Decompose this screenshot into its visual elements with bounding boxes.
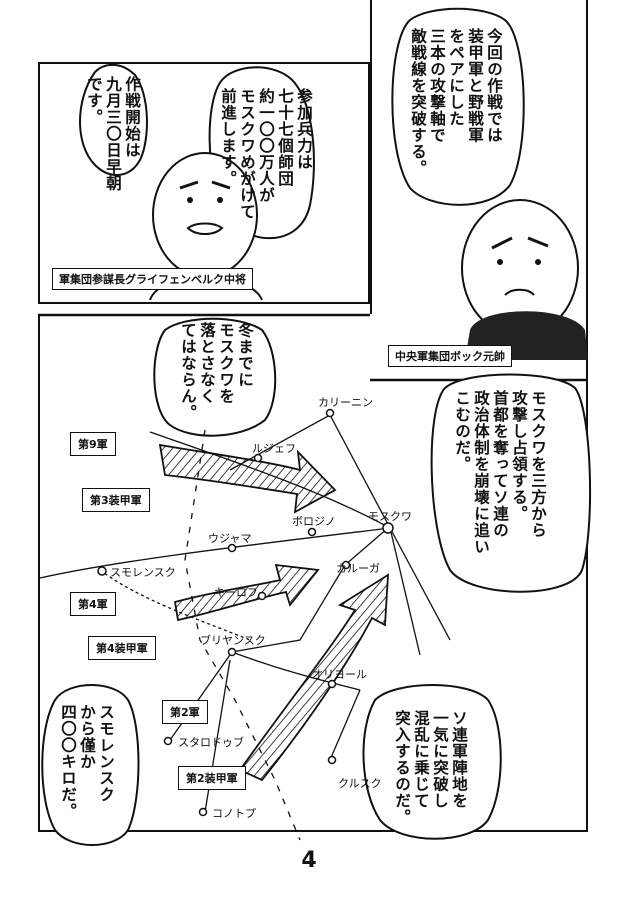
city-label-moscow: モスクワ (368, 510, 412, 523)
city-label-konotop: コノトプ (212, 807, 256, 820)
city-label-kirov: キーロフ (214, 586, 258, 599)
army-box-2nd-panzer: 第2装甲軍 (178, 766, 246, 790)
attack-arrow-south (238, 573, 390, 782)
city-label-vyazma: ウジャマ (208, 532, 252, 545)
attack-arrow-center (173, 563, 320, 622)
bock-caption: 中央軍集団ボック元帥 (388, 345, 512, 367)
bock-figure (461, 199, 588, 360)
city-label-orel: オリヨール (312, 668, 367, 681)
speech-panel1-left: 作戦開始は 九月三〇日早朝 です。 (85, 76, 141, 192)
city-label-smolensk: スモレンスク (110, 566, 176, 579)
speech-bubble-map-bottom-left (41, 684, 140, 846)
speech-panel2: 今回の作戦では 装甲軍と野戦軍 をペアにした 三本の攻撃軸で 敵戦線を突破する。 (409, 28, 503, 177)
army-box-3rd-panzer: 第3装甲軍 (82, 488, 150, 512)
front-line-ticks (184, 429, 301, 841)
speech-bubble-panel2 (391, 7, 525, 206)
city-markers (97, 408, 394, 817)
army-box-9th: 第9軍 (70, 432, 116, 456)
speech-bubble-map-bottom-right (362, 684, 502, 840)
army-box-2nd: 第2軍 (162, 700, 208, 724)
city-label-borodino: ボロジノ (292, 515, 336, 528)
city-label-rzhev: ルジェフ (252, 442, 296, 455)
greiffenberg-caption: 軍集団参謀長グライフェンベルク中将 (52, 268, 253, 290)
speech-map-top: 冬までに モスクワを 落とさなく てはならん。 (179, 322, 254, 421)
army-box-4th: 第4軍 (70, 592, 116, 616)
speech-panel1-right: 参加兵力は 七十七個師団 約一〇〇万人が モスクワめがけて 前進します。 (219, 88, 313, 220)
speech-map-bottom-right: ソ連軍陣地を 一気に突破し 混乱に乗じて 突入するのだ。 (393, 710, 468, 826)
city-label-starodub: スタロドゥブ (178, 736, 244, 749)
city-label-kalinin: カリーニン (318, 396, 373, 409)
attack-arrow-north (158, 443, 337, 514)
army-box-4th-panzer: 第4装甲軍 (88, 636, 156, 660)
page-number: 4 (301, 848, 317, 873)
speech-bubble-map-right (430, 373, 592, 593)
speech-map-bottom-left: スモレンスク から僅か 四〇〇キロだ。 (59, 704, 115, 820)
speech-map-right: モスクワを三方から 攻撃し占領する。 首都を奪ってソ連の 政治体制を崩壊に追い … (453, 390, 547, 555)
speech-bubble-map-top (153, 317, 277, 437)
speech-bubble-panel1-left (79, 63, 148, 176)
city-label-kaluga: カルーガ (336, 562, 380, 575)
city-label-kursk: クルスク (338, 777, 382, 790)
city-label-bryansk: ブリヤンスク (200, 634, 266, 647)
